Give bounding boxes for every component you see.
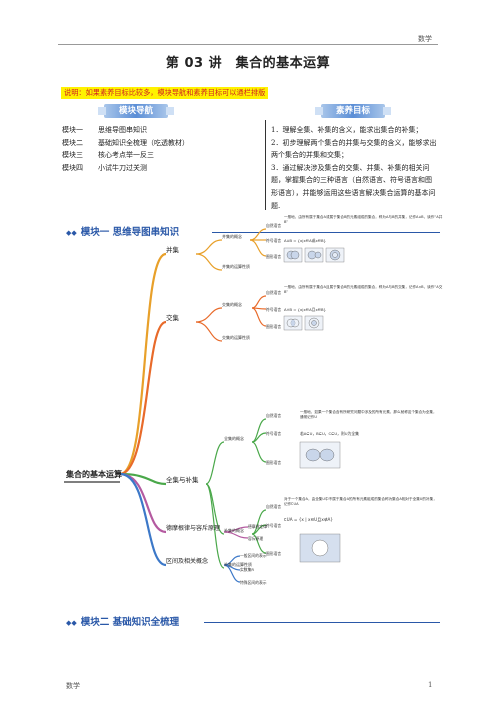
nav-item-key: 模块四 <box>62 163 83 172</box>
nav-ribbon: 模块导航 <box>98 104 174 118</box>
column-divider <box>265 120 266 210</box>
module1-rule <box>212 232 440 233</box>
nav-item-key: 模块三 <box>62 151 83 160</box>
module1-title: 模块一 思维导图串知识 <box>80 227 180 238</box>
univ-figure <box>299 441 341 469</box>
node-interval-general: 一般区间的表示 <box>240 553 267 558</box>
node-universal-concept: 全集的概念 <box>224 435 244 441</box>
union-symbol-text: A∪B = {x|x∈A或x∈B} <box>284 238 326 243</box>
nav-item: 模块二 基础知识全梳理（吃透教材） <box>62 137 189 150</box>
node-inter-props: 交集的运算性质 <box>222 334 250 340</box>
node-intersection: 交集 <box>166 313 180 322</box>
union-natural-text: 一般地，由所有属于集合A或属于集合B的元素组成的集合，称为A与B的并集，记作A∪… <box>284 215 443 224</box>
node-inter-sym: 符号语言 <box>266 307 281 312</box>
page-number: 1 <box>428 681 433 689</box>
inter-symbol-text: A∩B = {x|x∈A且x∈B} <box>284 307 326 312</box>
nav-item-text: 思维导图串知识 <box>98 126 147 134</box>
page-title: 第 03 讲 集合的基本运算 <box>165 56 331 71</box>
node-univ-fig: 图形语言 <box>266 460 281 465</box>
nav-list: 模块一思维导图串知识 模块二基础知识全梳理（吃透教材） 模块三核心考点举一反三 … <box>62 124 189 174</box>
layout-note: 说明：如果素养目标比较多，模块导航和素养目标可以通栏排版 <box>61 87 269 99</box>
goals-ribbon: 素养目标 <box>315 104 391 118</box>
diamond-icon: ◆◆ <box>66 619 77 627</box>
goal-item: 1．理解全集、补集的含义，能求出集合的补集； <box>271 126 423 134</box>
node-demorgan: 德摩根律与容斥原理 <box>166 524 220 532</box>
mindmap-root: 集合的基本运算 <box>65 469 122 479</box>
diamond-icon: ◆◆ <box>66 229 77 237</box>
nav-item-key: 模块一 <box>62 126 83 134</box>
node-inclusion-exclusion: 容斥原理 <box>248 536 263 541</box>
nav-ribbon-label: 模块导航 <box>118 106 153 116</box>
univ-symbol-text: 若A⊆U，B⊆U，C⊆U，则U为全集 <box>300 431 359 436</box>
header-divider <box>58 44 438 45</box>
node-comp-nat: 自然语言 <box>266 504 281 509</box>
goals-ribbon-label: 素养目标 <box>335 106 370 116</box>
nav-item-key: 模块二 <box>62 138 83 147</box>
node-inter-nat: 自然语言 <box>266 290 281 295</box>
nav-item-text: 小试牛刀过关测 <box>98 163 147 172</box>
goal-item: 3．通过解决涉及集合的交集、并集、补集的相关问题，掌握集合的三种语言（自然语言、… <box>271 163 436 210</box>
inter-natural-text: 一般地，由所有属于集合A且属于集合B的元素组成的集合，称为A与B的交集，记作A∩… <box>284 285 443 294</box>
node-interval-special: 特殊区间的表示 <box>240 580 267 585</box>
node-interval: 区间及相关概念 <box>166 557 208 565</box>
union-venn-figures <box>283 247 345 263</box>
header-subject: 数学 <box>418 35 432 43</box>
footer-subject: 数学 <box>66 682 80 690</box>
univ-natural-text: 一般地，如果一个集合含有所研究问题中涉及的所有元素，那么就称这个集合为全集，通常… <box>300 410 437 419</box>
node-union-props: 并集的运算性质 <box>222 263 250 269</box>
goals-list: 1．理解全集、补集的含义，能求出集合的补集； 2．初步理解两个集合的并集与交集的… <box>271 124 437 212</box>
node-union-fig: 图形语言 <box>266 254 281 259</box>
nav-item-text: 基础知识全梳理（吃透教材） <box>98 138 189 147</box>
inter-venn-figures <box>283 315 324 331</box>
nav-item: 模块三 核心考点举一反三 <box>62 149 189 162</box>
node-union: 并集 <box>166 245 180 254</box>
module2-rule <box>204 622 440 623</box>
comp-figure <box>299 533 341 563</box>
module2-heading: ◆◆模块二 基础知识全梳理 <box>66 614 179 628</box>
node-demorgan-law: 德摩根定律 <box>248 524 267 529</box>
node-inter-fig: 图形语言 <box>266 324 281 329</box>
node-inter-concept: 交集的概念 <box>222 301 242 307</box>
node-union-concept: 并集的概念 <box>222 233 242 239</box>
node-comp-sym: 符号语言 <box>266 523 281 528</box>
nav-item: 模块一 思维导图串知识 <box>62 124 189 137</box>
comp-natural-text: 对于一个集合A，由全集U中不属于集合A的所有元素组成的集合称为集合A相对于全集U… <box>284 497 437 506</box>
node-union-nat: 自然语言 <box>266 223 281 228</box>
nav-item-text: 核心考点举一反三 <box>98 151 154 160</box>
nav-item: 模块四 小试牛刀过关测 <box>62 162 189 175</box>
node-univ-nat: 自然语言 <box>266 413 281 418</box>
node-univ-sym: 符号语言 <box>266 431 281 436</box>
node-comp-fig: 图形语言 <box>266 551 281 556</box>
node-comp-concept: 补集的概念 <box>224 527 244 533</box>
node-real-set: 实数集R <box>240 567 254 572</box>
node-comp-props: 补集的运算性质 <box>224 561 252 567</box>
node-union-sym: 符号语言 <box>266 238 281 243</box>
module1-heading: ◆◆模块一 思维导图串知识 <box>66 224 179 238</box>
goal-item: 2．初步理解两个集合的并集与交集的含义，能够求出两个集合的并集和交集； <box>271 138 437 160</box>
comp-symbol-text: ∁UA = {x | x∈U且x∉A} <box>284 517 333 522</box>
module2-title: 模块二 基础知识全梳理 <box>80 617 180 628</box>
node-complement: 全集与补集 <box>166 475 199 484</box>
